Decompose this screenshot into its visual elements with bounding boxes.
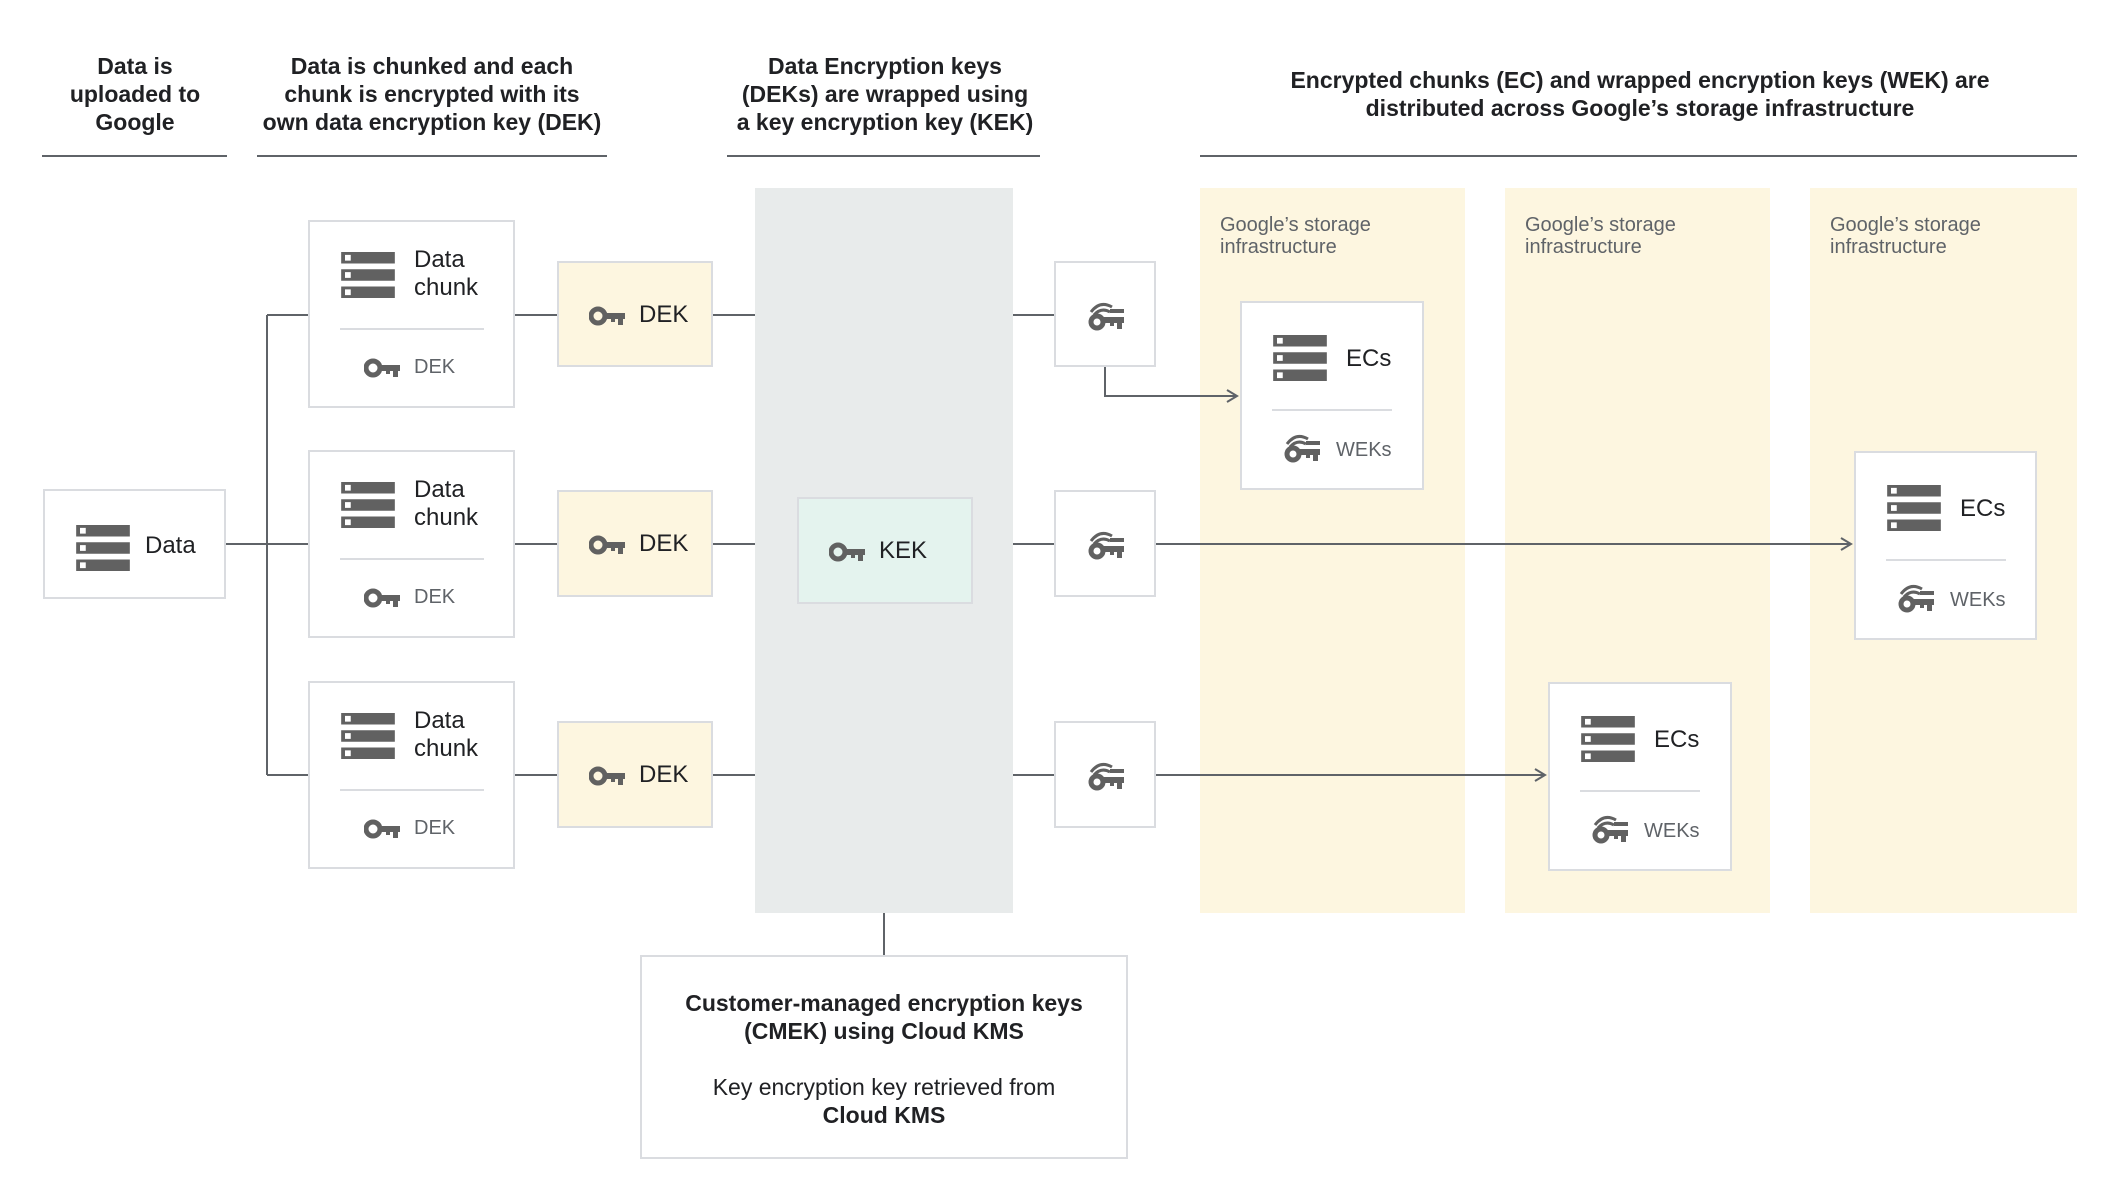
cmek-title: Customer-managed encryption keys (CMEK) …	[685, 990, 1083, 1044]
server-stack-icon	[340, 713, 396, 759]
key-icon	[589, 535, 625, 555]
wek-label: WEKs	[1950, 589, 2006, 611]
key-icon	[589, 766, 625, 786]
divider	[340, 558, 484, 560]
server-stack-icon	[1272, 335, 1328, 381]
server-stack-icon	[340, 252, 396, 298]
ec-label: ECs	[1346, 345, 1392, 372]
storage-label: Google’s storage infrastructure	[1220, 214, 1371, 258]
divider	[1580, 790, 1700, 792]
storage-label: Google’s storage infrastructure	[1830, 214, 1981, 258]
data-chunk-box: Data chunk DEK	[308, 220, 515, 408]
header-upload: Data is uploaded to Google	[69, 53, 201, 135]
wrapped-key-icon	[1284, 433, 1320, 463]
data-label: Data	[145, 532, 196, 559]
wek-label: WEKs	[1336, 439, 1392, 461]
server-stack-icon	[75, 525, 131, 571]
chunk-label: Data chunk	[414, 476, 479, 531]
key-icon	[364, 358, 400, 378]
chunk-dek-label: DEK	[414, 356, 456, 378]
header-rule	[42, 155, 227, 157]
server-stack-icon	[1580, 716, 1636, 762]
storage-label: Google’s storage infrastructure	[1525, 214, 1676, 258]
key-icon	[829, 542, 865, 562]
kek-label: KEK	[879, 537, 928, 564]
dek-box: DEK	[557, 261, 713, 367]
key-icon	[364, 588, 400, 608]
dek-box: DEK	[557, 721, 713, 828]
chunk-label: Data chunk	[414, 707, 479, 762]
dek-label: DEK	[639, 530, 689, 557]
wrapped-key-icon	[1592, 814, 1628, 844]
kek-box: KEK	[797, 497, 973, 604]
data-chunk-box: Data chunk DEK	[308, 681, 515, 869]
data-chunk-box: Data chunk DEK	[308, 450, 515, 638]
header-rule	[1200, 155, 2077, 157]
wrapped-key-icon	[1088, 530, 1124, 560]
divider	[340, 789, 484, 791]
divider	[1886, 559, 2006, 561]
dek-label: DEK	[639, 761, 689, 788]
ec-box: ECs WEKs	[1240, 301, 1424, 490]
wek-label: WEKs	[1644, 820, 1700, 842]
server-stack-icon	[1886, 485, 1942, 531]
wrapped-key-box	[1054, 721, 1156, 828]
dek-label: DEK	[639, 301, 689, 328]
ec-box: ECs WEKs	[1548, 682, 1732, 871]
header-wrapping: Data Encryption keys (DEKs) are wrapped …	[736, 53, 1034, 135]
wrapped-key-icon	[1088, 301, 1124, 331]
divider	[340, 328, 484, 330]
chunk-dek-label: DEK	[414, 586, 456, 608]
wrapped-key-icon	[1088, 761, 1124, 791]
wrapped-key-box	[1054, 261, 1156, 367]
cmek-line2: Cloud KMS	[822, 1102, 946, 1128]
dek-box: DEK	[557, 490, 713, 597]
ec-box: ECs WEKs	[1854, 451, 2037, 640]
header-distribution: Encrypted chunks (EC) and wrapped encryp…	[1290, 67, 1990, 121]
ec-label: ECs	[1960, 495, 2006, 522]
chunk-dek-label: DEK	[414, 817, 456, 839]
header-chunking: Data is chunked and each chunk is encryp…	[262, 53, 602, 135]
wrapped-key-box	[1054, 490, 1156, 597]
ec-label: ECs	[1654, 726, 1700, 753]
data-box: Data	[43, 489, 226, 599]
header-rule	[727, 155, 1040, 157]
cmek-line1: Key encryption key retrieved from	[712, 1074, 1056, 1100]
header-rule	[257, 155, 607, 157]
chunk-label: Data chunk	[414, 246, 479, 301]
divider	[1272, 409, 1392, 411]
key-icon	[589, 306, 625, 326]
wrapped-key-icon	[1898, 583, 1934, 613]
server-stack-icon	[340, 482, 396, 528]
arrow-to-storage-1	[1104, 367, 1239, 403]
cmek-box: Customer-managed encryption keys (CMEK) …	[640, 955, 1128, 1159]
key-icon	[364, 819, 400, 839]
